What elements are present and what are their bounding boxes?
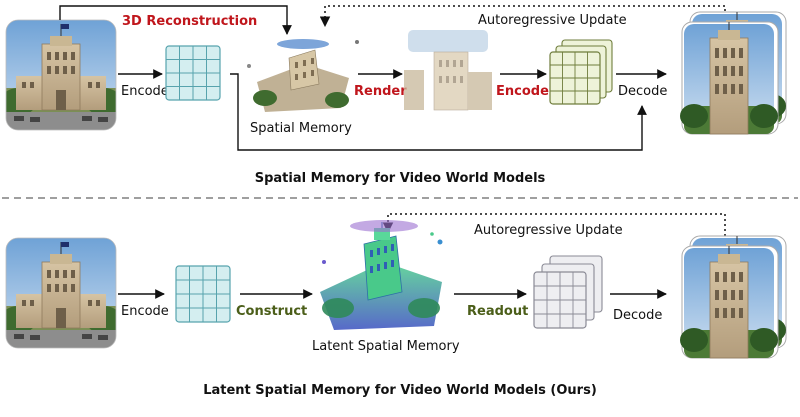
- autoregressive-update-arrow-bottom: [382, 213, 726, 236]
- output-frames-bottom: [679, 235, 787, 359]
- render-label: Render: [354, 84, 407, 99]
- autoregressive-update-label-bottom: Autoregressive Update: [474, 223, 623, 238]
- spatial-memory-point-cloud: [247, 39, 359, 112]
- input-frame-image-bottom: [0, 238, 122, 348]
- autoregressive-update-label-top: Autoregressive Update: [478, 13, 627, 28]
- latent-grid-bottom: [175, 265, 231, 323]
- input-frame-image: [0, 20, 122, 130]
- autoregressive-update-arrow-top: [319, 5, 726, 28]
- readout-grid-stack: [533, 255, 603, 329]
- encode-label-bottom: Encode: [121, 304, 169, 319]
- latent-grid-top: [165, 45, 221, 101]
- output-frames-top: [679, 11, 787, 135]
- feature-grid-stack: [549, 39, 613, 105]
- encode-label-top-2: Encode: [496, 84, 549, 99]
- latent-spatial-memory-label: Latent Spatial Memory: [312, 339, 460, 354]
- reconstruction-label: 3D Reconstruction: [122, 14, 257, 29]
- encode-label-top: Encode: [121, 84, 169, 99]
- bottom-pipeline: Autoregressive Update Encode Construct L…: [0, 213, 787, 398]
- decode-label-bottom: Decode: [613, 308, 662, 323]
- latent-spatial-memory-point-cloud: [320, 220, 443, 330]
- skip-connection-arrow: [230, 73, 647, 151]
- reconstruction-arrow: [59, 5, 292, 35]
- readout-label: Readout: [467, 304, 528, 319]
- decode-label-top: Decode: [618, 84, 667, 99]
- construct-label: Construct: [236, 304, 307, 319]
- top-caption: Spatial Memory for Video World Models: [255, 171, 546, 186]
- bottom-caption: Latent Spatial Memory for Video World Mo…: [203, 383, 597, 398]
- rendered-view-image: [404, 30, 492, 111]
- spatial-memory-label: Spatial Memory: [250, 121, 352, 136]
- top-pipeline: 3D Reconstruction Autoregressive Update …: [0, 5, 787, 186]
